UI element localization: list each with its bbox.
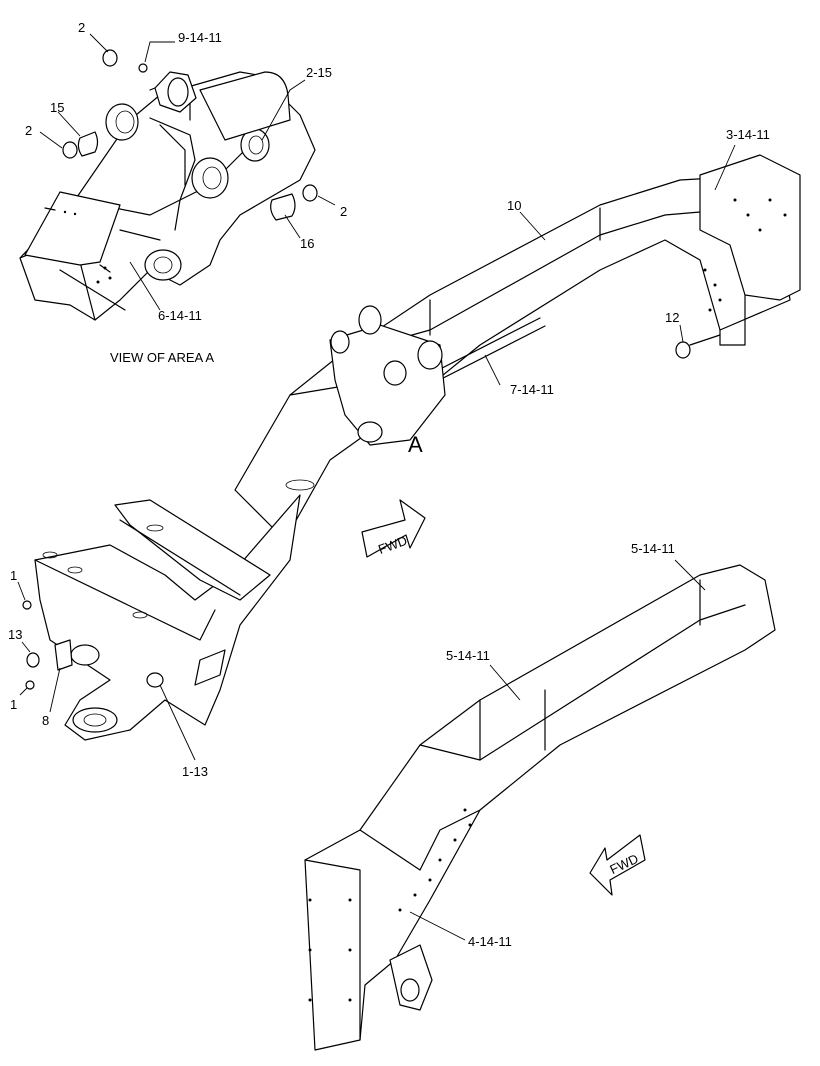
callout-15: 15 [50, 100, 64, 115]
callout-10: 10 [507, 198, 521, 213]
main-leaders [17, 144, 736, 761]
lower-leaders [409, 559, 706, 941]
ring-1-b [25, 680, 35, 690]
callout-labels: 2 9-14-11 2-15 15 2 2 16 6-14-11 VIEW OF… [8, 20, 770, 949]
fwd-arrow-upper: FWD [361, 499, 426, 558]
detail-view-area-a [19, 49, 318, 321]
callout-1-13: 1-13 [182, 764, 208, 779]
fwd-arrow-lower: FWD [589, 834, 646, 896]
snap-ring-2-left [62, 141, 78, 159]
callout-3-14-11: 3-14-11 [726, 127, 770, 142]
callout-2-15: 2-15 [306, 65, 332, 80]
area-a-marker: A [408, 432, 423, 457]
ring-1-a [22, 600, 32, 610]
callout-12: 12 [665, 310, 679, 325]
callout-2-left: 2 [25, 123, 32, 138]
pin-8 [54, 639, 73, 671]
callout-4-14-11: 4-14-11 [468, 934, 512, 949]
callout-2-top: 2 [78, 20, 85, 35]
main-arm-assembly [22, 154, 801, 741]
callout-1-a: 1 [10, 568, 17, 583]
callout-1-b: 1 [10, 697, 17, 712]
callout-7-14-11: 7-14-11 [510, 382, 554, 397]
snap-ring-2-top [102, 49, 118, 67]
lower-arm-assembly [304, 564, 776, 1051]
callout-9-14-11: 9-14-11 [178, 30, 222, 45]
view-of-area-a-label: VIEW OF AREA A [110, 350, 214, 365]
callout-6-14-11: 6-14-11 [158, 308, 202, 323]
callout-13: 13 [8, 627, 22, 642]
bushing-15 [77, 131, 99, 157]
callout-16: 16 [300, 236, 314, 251]
callout-8: 8 [42, 713, 49, 728]
fwd-label-lower: FWD [607, 851, 640, 877]
callout-2-right: 2 [340, 204, 347, 219]
detail-leaders [39, 33, 336, 311]
bushing-13 [26, 652, 40, 668]
snap-ring-2-right [302, 184, 318, 202]
callout-5-14-11-a: 5-14-11 [631, 541, 675, 556]
callout-5-14-11-b: 5-14-11 [446, 648, 490, 663]
plug-12 [675, 341, 691, 359]
bushing-16 [270, 193, 296, 221]
